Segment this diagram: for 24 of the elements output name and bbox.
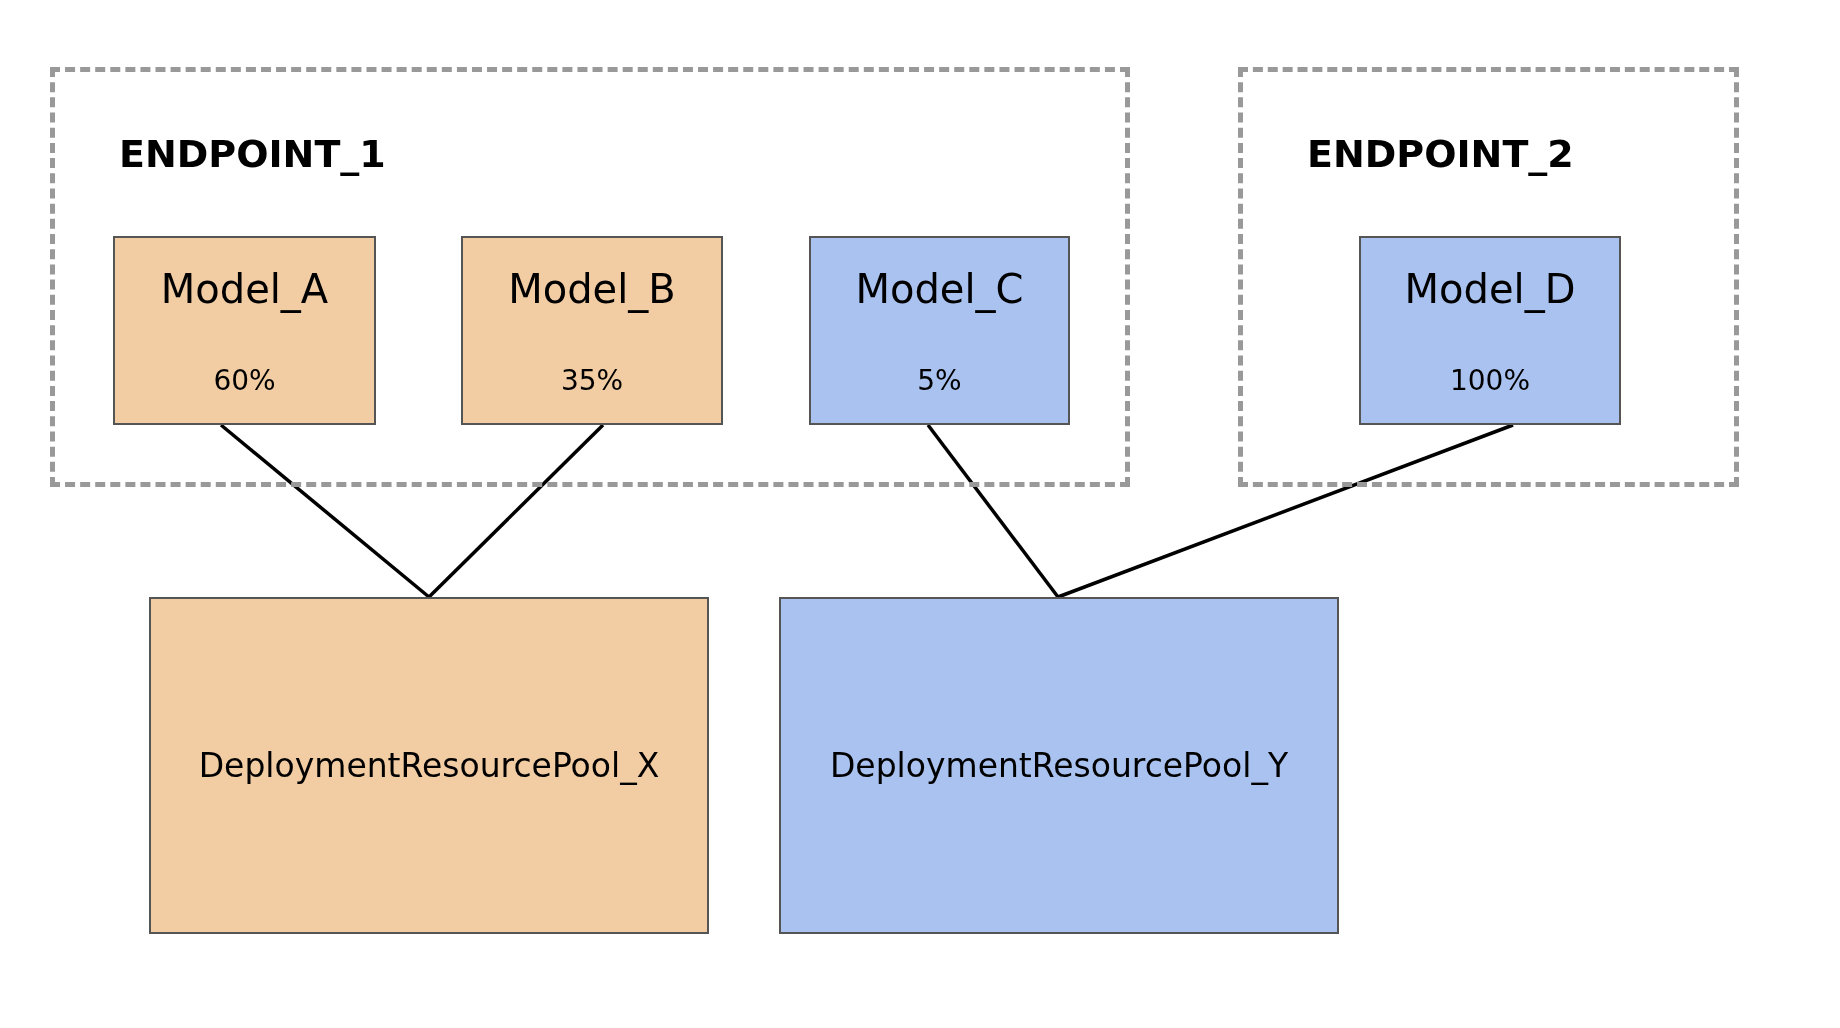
endpoint-title: ENDPOINT_1: [119, 132, 386, 176]
model-name: Model_B: [507, 266, 677, 312]
model-box: [461, 236, 723, 425]
pool-name: DeploymentResourcePool_X: [198, 746, 660, 785]
connector-line: [1057, 423, 1514, 599]
model-box: [809, 236, 1070, 425]
endpoint-group: [50, 67, 1130, 487]
traffic-percent: 60%: [212, 364, 277, 397]
traffic-percent: 35%: [559, 364, 625, 397]
model-name: Model_D: [1403, 266, 1577, 312]
connector-line: [427, 423, 605, 599]
traffic-percent: 100%: [1448, 364, 1532, 397]
model-box: [1359, 236, 1621, 425]
model-box: [113, 236, 376, 425]
endpoint-title: ENDPOINT_2: [1307, 132, 1574, 176]
traffic-percent: 5%: [916, 364, 963, 397]
model-name: Model_C: [854, 266, 1025, 312]
resource-pool-box: [149, 597, 709, 934]
model-name: Model_A: [159, 266, 330, 312]
resource-pool-box: [779, 597, 1339, 934]
connector-line: [926, 423, 1060, 599]
pool-name: DeploymentResourcePool_Y: [829, 746, 1289, 785]
endpoint-group: [1238, 67, 1739, 487]
connector-line: [219, 423, 431, 599]
